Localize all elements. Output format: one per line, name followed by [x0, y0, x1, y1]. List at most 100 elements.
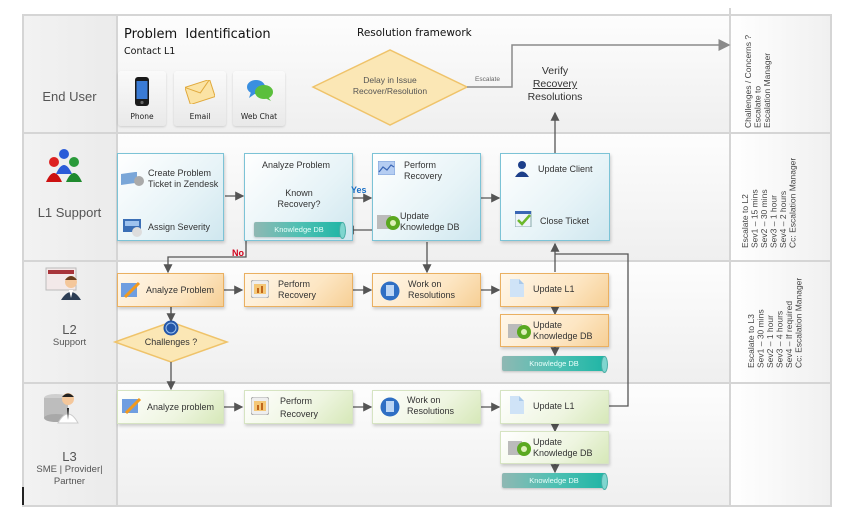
- note-cell-l3: [730, 383, 831, 507]
- grid-line: [22, 132, 832, 134]
- lane-subtitle-text: SME | Provider|: [36, 464, 103, 475]
- lane-title-text: End User: [42, 89, 97, 104]
- database-gear-icon: [508, 322, 532, 345]
- step-analyze-problem: Analyze Problem: [262, 160, 331, 170]
- text-line: Update: [533, 437, 563, 447]
- l2-step-update-kdb: Update Knowledge DB: [533, 320, 593, 342]
- decision-known-recovery-text: Known Recovery?: [269, 188, 329, 210]
- document-icon: [510, 396, 524, 419]
- grid-line: [22, 382, 832, 384]
- escalate-label: Escalate: [475, 76, 500, 83]
- text-line: Known: [285, 188, 313, 198]
- box-l3-update-l1[interactable]: [500, 390, 609, 424]
- text-line: Perform: [280, 396, 313, 406]
- checklist-icon: [514, 210, 533, 232]
- lane-title-text: L1 Support: [37, 205, 102, 220]
- sme-database-icon: [42, 390, 82, 429]
- lane-title-end-user: End User: [22, 89, 117, 104]
- globe-icon: [163, 320, 179, 341]
- text-line: Recovery: [280, 409, 319, 419]
- grid-line: [729, 8, 731, 507]
- decision-delay-text: Delay in Issue Recover/Resolution: [338, 75, 442, 97]
- severity-icon: [123, 219, 145, 242]
- document-globe-icon: [380, 397, 400, 422]
- lane-subtitle-text: Partner: [53, 476, 86, 487]
- user-icon: [515, 160, 529, 182]
- channel-phone[interactable]: Phone: [118, 71, 166, 126]
- text-line: Resolutions: [407, 406, 455, 416]
- note-l1-escalation: Escalate to L2 Sev1 – 15 mins Sev2 – 30 …: [740, 157, 798, 248]
- presentation-icon: [250, 396, 270, 420]
- yes-label: Yes: [351, 185, 367, 195]
- channel-email[interactable]: Email: [174, 71, 226, 126]
- channel-label: Phone: [130, 112, 154, 121]
- framework-title: Resolution framework: [357, 27, 472, 39]
- lane-title-text: L2: [62, 322, 77, 337]
- chart-icon: [377, 160, 396, 180]
- l2-step-update-l1: Update L1: [533, 284, 575, 294]
- text-line: Ticket in Zendesk: [148, 179, 219, 189]
- step-perform-recovery: Perform Recovery: [404, 160, 442, 182]
- channel-label: Email: [189, 112, 211, 121]
- l2-step-analyze-problem: Analyze Problem: [146, 285, 215, 295]
- knowledge-db-l1: Knowledge DB: [254, 222, 346, 239]
- step-create-ticket: Create Problem Ticket in Zendesk: [148, 168, 218, 190]
- l2-step-work-on: Work on Resolutions: [408, 279, 455, 301]
- text-line: Perform: [278, 279, 311, 289]
- text-line: Recovery: [404, 171, 443, 181]
- pencil-chart-icon: [122, 397, 142, 420]
- text-line: Knowledge DB: [400, 222, 460, 232]
- text-line: Recovery?: [277, 199, 321, 209]
- verify-recovery-text: Verify Recovery Resolutions: [515, 65, 595, 104]
- knowledge-db-l3: Knowledge DB: [502, 473, 608, 490]
- l3-update-l1-connector: [555, 253, 629, 407]
- l3-step-update-l1: Update L1: [533, 401, 575, 411]
- grid-line: [830, 14, 832, 507]
- text-line: Update: [533, 320, 563, 330]
- page-title: Problem Identification: [124, 27, 271, 42]
- l3-step-perform-recovery: Perform Recovery: [280, 395, 318, 421]
- channel-web-chat[interactable]: Web Chat: [233, 71, 285, 126]
- grid-line: [22, 14, 24, 507]
- text-line: Verify: [541, 65, 569, 77]
- team-icon: [44, 148, 84, 189]
- grid-line: [22, 14, 832, 16]
- text-line: Update: [400, 211, 430, 221]
- phone-icon: [134, 77, 150, 112]
- no-label: No: [232, 248, 244, 258]
- lane-label-l1-bg: [22, 133, 117, 261]
- knowledge-db-l2: Knowledge DB: [502, 356, 608, 373]
- l3-step-update-kdb: Update Knowledge DB: [533, 437, 593, 459]
- web-chat-icon: [246, 79, 274, 106]
- support-agent-icon: [44, 266, 84, 307]
- text-line: Perform: [404, 160, 437, 170]
- database-gear-icon: [377, 213, 401, 236]
- lane-title-l3: L3 SME | Provider| Partner: [22, 449, 117, 488]
- step-update-kdb: Update Knowledge DB: [400, 211, 460, 233]
- text-line: Delay in Issue: [363, 75, 417, 85]
- database-gear-icon: [508, 439, 532, 462]
- decision-challenges-diamond: [112, 321, 230, 363]
- decision-challenges-text: Challenges ?: [144, 337, 198, 347]
- lane-label-end-user-bg: [22, 15, 117, 133]
- edge-mark: [22, 487, 24, 505]
- note-cell-l2: [730, 261, 831, 383]
- text-line: Resolutions: [527, 91, 583, 103]
- email-icon: [184, 78, 216, 109]
- l2-step-perform-recovery: Perform Recovery: [278, 279, 316, 301]
- note-cell-l1: [730, 133, 831, 261]
- lane-title-l2: L2 Support: [22, 322, 117, 349]
- lane-subtitle-text: Support: [52, 337, 87, 348]
- text-line: Work on: [408, 279, 442, 289]
- text-line: Knowledge DB: [533, 331, 593, 341]
- text-line: Knowledge DB: [533, 448, 593, 458]
- escalate-connector: [467, 39, 731, 88]
- l3-step-work-on: Work on Resolutions: [407, 395, 454, 417]
- note-end-user-escalation: Challenges / Concerns ? Escalate to Esca…: [743, 34, 772, 128]
- text-line: Recovery: [532, 78, 578, 90]
- pencil-chart-icon: [121, 281, 141, 304]
- note-cell-end-user: [730, 15, 831, 133]
- step-close-ticket: Close Ticket: [540, 216, 590, 226]
- text-line: Resolutions: [408, 290, 456, 300]
